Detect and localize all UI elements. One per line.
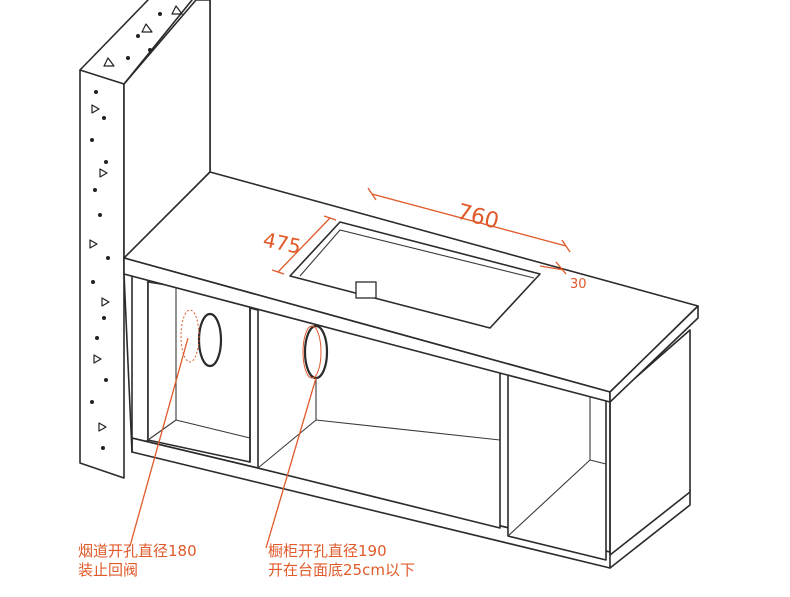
dim-line-30 — [539, 265, 565, 271]
countertop-right-edge — [609, 305, 699, 403]
right-compartment-front — [507, 373, 607, 561]
pillar-front-face — [79, 69, 125, 479]
hob-inner-edge — [299, 229, 535, 279]
flue-hole-pillar — [197, 312, 223, 368]
cabinet-note: 橱柜开孔直径190 开在台面底25cm以下 — [268, 542, 415, 580]
pillar-texture — [89, 5, 183, 450]
left-compartment-front — [147, 281, 251, 463]
dimension-lines — [129, 187, 571, 549]
dim-line-475 — [277, 217, 331, 273]
dim-text-760: 760 — [454, 200, 501, 235]
cabinet-hole — [303, 324, 329, 380]
leader-line-flue — [129, 337, 189, 547]
cabinet-hole-outline — [302, 325, 322, 379]
leader-line-cabinet — [265, 377, 317, 549]
cabinet-note-line2: 开在台面底25cm以下 — [268, 561, 415, 579]
pillar-side-face — [123, 0, 211, 261]
countertop — [123, 171, 699, 403]
dim-line-760 — [371, 193, 567, 247]
flue-note-line1: 烟道开孔直径180 — [78, 542, 197, 560]
flue-hole-dashed — [180, 309, 200, 363]
socket-box — [355, 281, 377, 299]
hob-cutout — [289, 221, 541, 329]
pillar-top-edge — [79, 0, 149, 71]
flue-note: 烟道开孔直径180 装止回阀 — [78, 542, 197, 580]
cabinet-left-side — [123, 269, 149, 453]
flue-note-line2: 装止回阀 — [78, 561, 139, 579]
wall-pillar — [79, 0, 211, 479]
cabinet-note-line1: 橱柜开孔直径190 — [268, 542, 387, 560]
dim-text-30: 30 — [570, 277, 587, 292]
